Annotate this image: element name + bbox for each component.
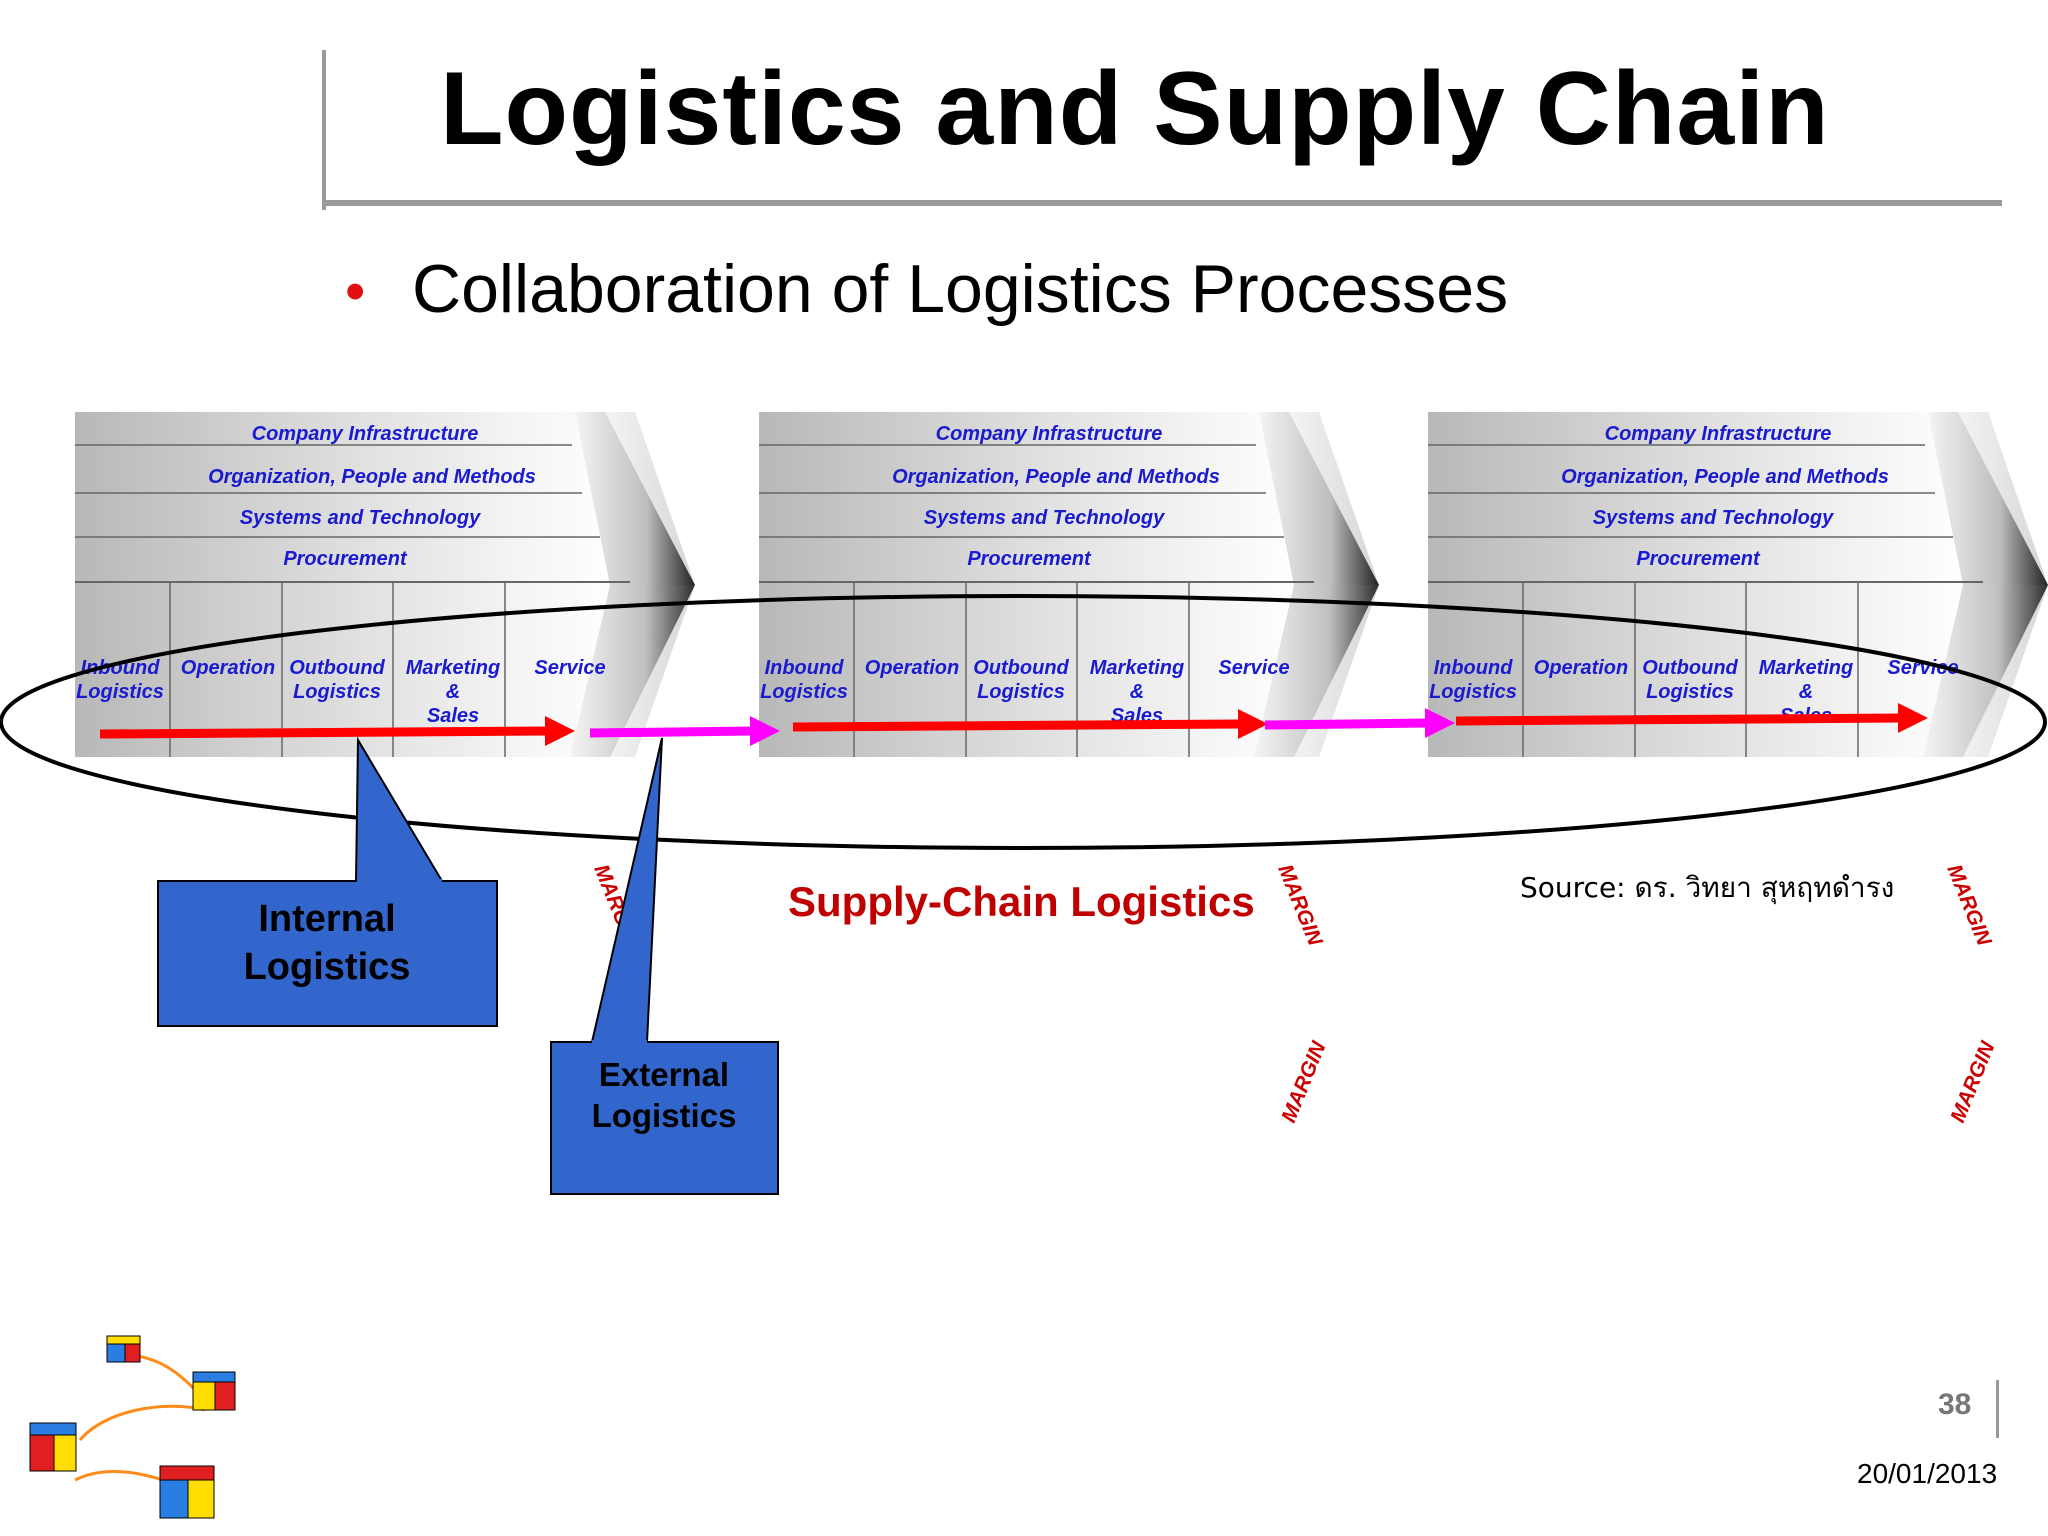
margin-label-bottom: MARGIN <box>1277 1038 1331 1126</box>
slide-date: 20/01/2013 <box>1857 1458 1998 1489</box>
support-systems-technology: Systems and Technology <box>240 507 481 529</box>
support-organization: Organization, People and Methods <box>208 466 536 488</box>
gift-boxes-logo-icon <box>29 1335 236 1519</box>
margin-label-top: MARGIN <box>1273 861 1327 949</box>
internal-logistics-label-2: Logistics <box>244 946 411 988</box>
primary-service: Service <box>1218 657 1289 679</box>
primary-inbound-2: Logistics <box>76 681 164 703</box>
bullet-icon: • <box>345 259 366 324</box>
support-procurement: Procurement <box>967 548 1092 570</box>
title-divider-horizontal <box>322 200 2002 206</box>
primary-outbound-2: Logistics <box>977 681 1065 703</box>
primary-marketing-1: Marketing <box>1090 657 1184 679</box>
support-organization: Organization, People and Methods <box>1561 466 1889 488</box>
support-organization: Organization, People and Methods <box>892 466 1220 488</box>
support-company-infrastructure: Company Infrastructure <box>1605 423 1832 445</box>
external-logistics-callout: External Logistics <box>550 737 779 1195</box>
primary-service: Service <box>1887 657 1958 679</box>
external-logistics-arrows <box>589 708 1455 746</box>
primary-inbound-1: Inbound <box>765 657 845 679</box>
support-systems-technology: Systems and Technology <box>924 507 1165 529</box>
support-procurement: Procurement <box>1636 548 1761 570</box>
primary-outbound-2: Logistics <box>1646 681 1734 703</box>
primary-operation: Operation <box>181 657 275 679</box>
primary-outbound-1: Outbound <box>289 657 385 679</box>
margin-chevron <box>1928 412 2048 585</box>
primary-operation: Operation <box>1534 657 1628 679</box>
primary-operation: Operation <box>865 657 959 679</box>
primary-service: Service <box>534 657 605 679</box>
value-chain-2: Company Infrastructure Organization, Peo… <box>759 412 1379 1126</box>
primary-marketing-1: Marketing <box>406 657 500 679</box>
primary-marketing-2: & <box>1130 681 1144 703</box>
support-systems-technology: Systems and Technology <box>1593 507 1834 529</box>
value-chain-body <box>75 412 615 757</box>
primary-inbound-1: Inbound <box>1434 657 1514 679</box>
value-chain-body <box>1428 412 1968 757</box>
value-chain-diagram: Company Infrastructure Organization, Peo… <box>0 412 2048 1195</box>
primary-inbound-1: Inbound <box>81 657 161 679</box>
support-company-infrastructure: Company Infrastructure <box>252 423 479 445</box>
primary-marketing-1: Marketing <box>1759 657 1853 679</box>
external-logistics-label-2: Logistics <box>592 1097 737 1134</box>
external-logistics-label-1: External <box>599 1056 729 1093</box>
margin-label-bottom: MARGIN <box>1946 1038 2000 1126</box>
page-number: 38 <box>1938 1388 1972 1421</box>
primary-outbound-1: Outbound <box>1642 657 1738 679</box>
value-chain-3: Company Infrastructure Organization, Peo… <box>1428 412 2048 1126</box>
slide-title: Logistics and Supply Chain <box>440 51 1830 167</box>
support-procurement: Procurement <box>283 548 408 570</box>
supply-chain-ellipse <box>0 594 2047 850</box>
source-citation: Source: ดร. วิทยา สุหฤทดำรง <box>1520 871 1895 904</box>
support-company-infrastructure: Company Infrastructure <box>936 423 1163 445</box>
primary-outbound-1: Outbound <box>973 657 1069 679</box>
bullet-text: Collaboration of Logistics Processes <box>412 251 1509 327</box>
margin-chevron <box>575 412 695 585</box>
margin-label-top: MARGIN <box>1942 861 1996 949</box>
internal-logistics-label-1: Internal <box>258 898 395 940</box>
supply-chain-logistics-label: Supply-Chain Logistics <box>788 878 1255 925</box>
value-chain-body <box>759 412 1299 757</box>
primary-marketing-2: & <box>1799 681 1813 703</box>
title-divider-vertical <box>322 50 326 210</box>
primary-outbound-2: Logistics <box>293 681 381 703</box>
primary-marketing-2: & <box>446 681 460 703</box>
margin-chevron <box>1259 412 1379 585</box>
internal-logistics-arrows <box>99 703 1928 746</box>
footer-divider <box>1996 1380 1999 1438</box>
primary-inbound-2: Logistics <box>1429 681 1517 703</box>
primary-inbound-2: Logistics <box>760 681 848 703</box>
primary-marketing-3: Sales <box>427 705 479 727</box>
internal-logistics-callout: Internal Logistics <box>157 736 498 1027</box>
